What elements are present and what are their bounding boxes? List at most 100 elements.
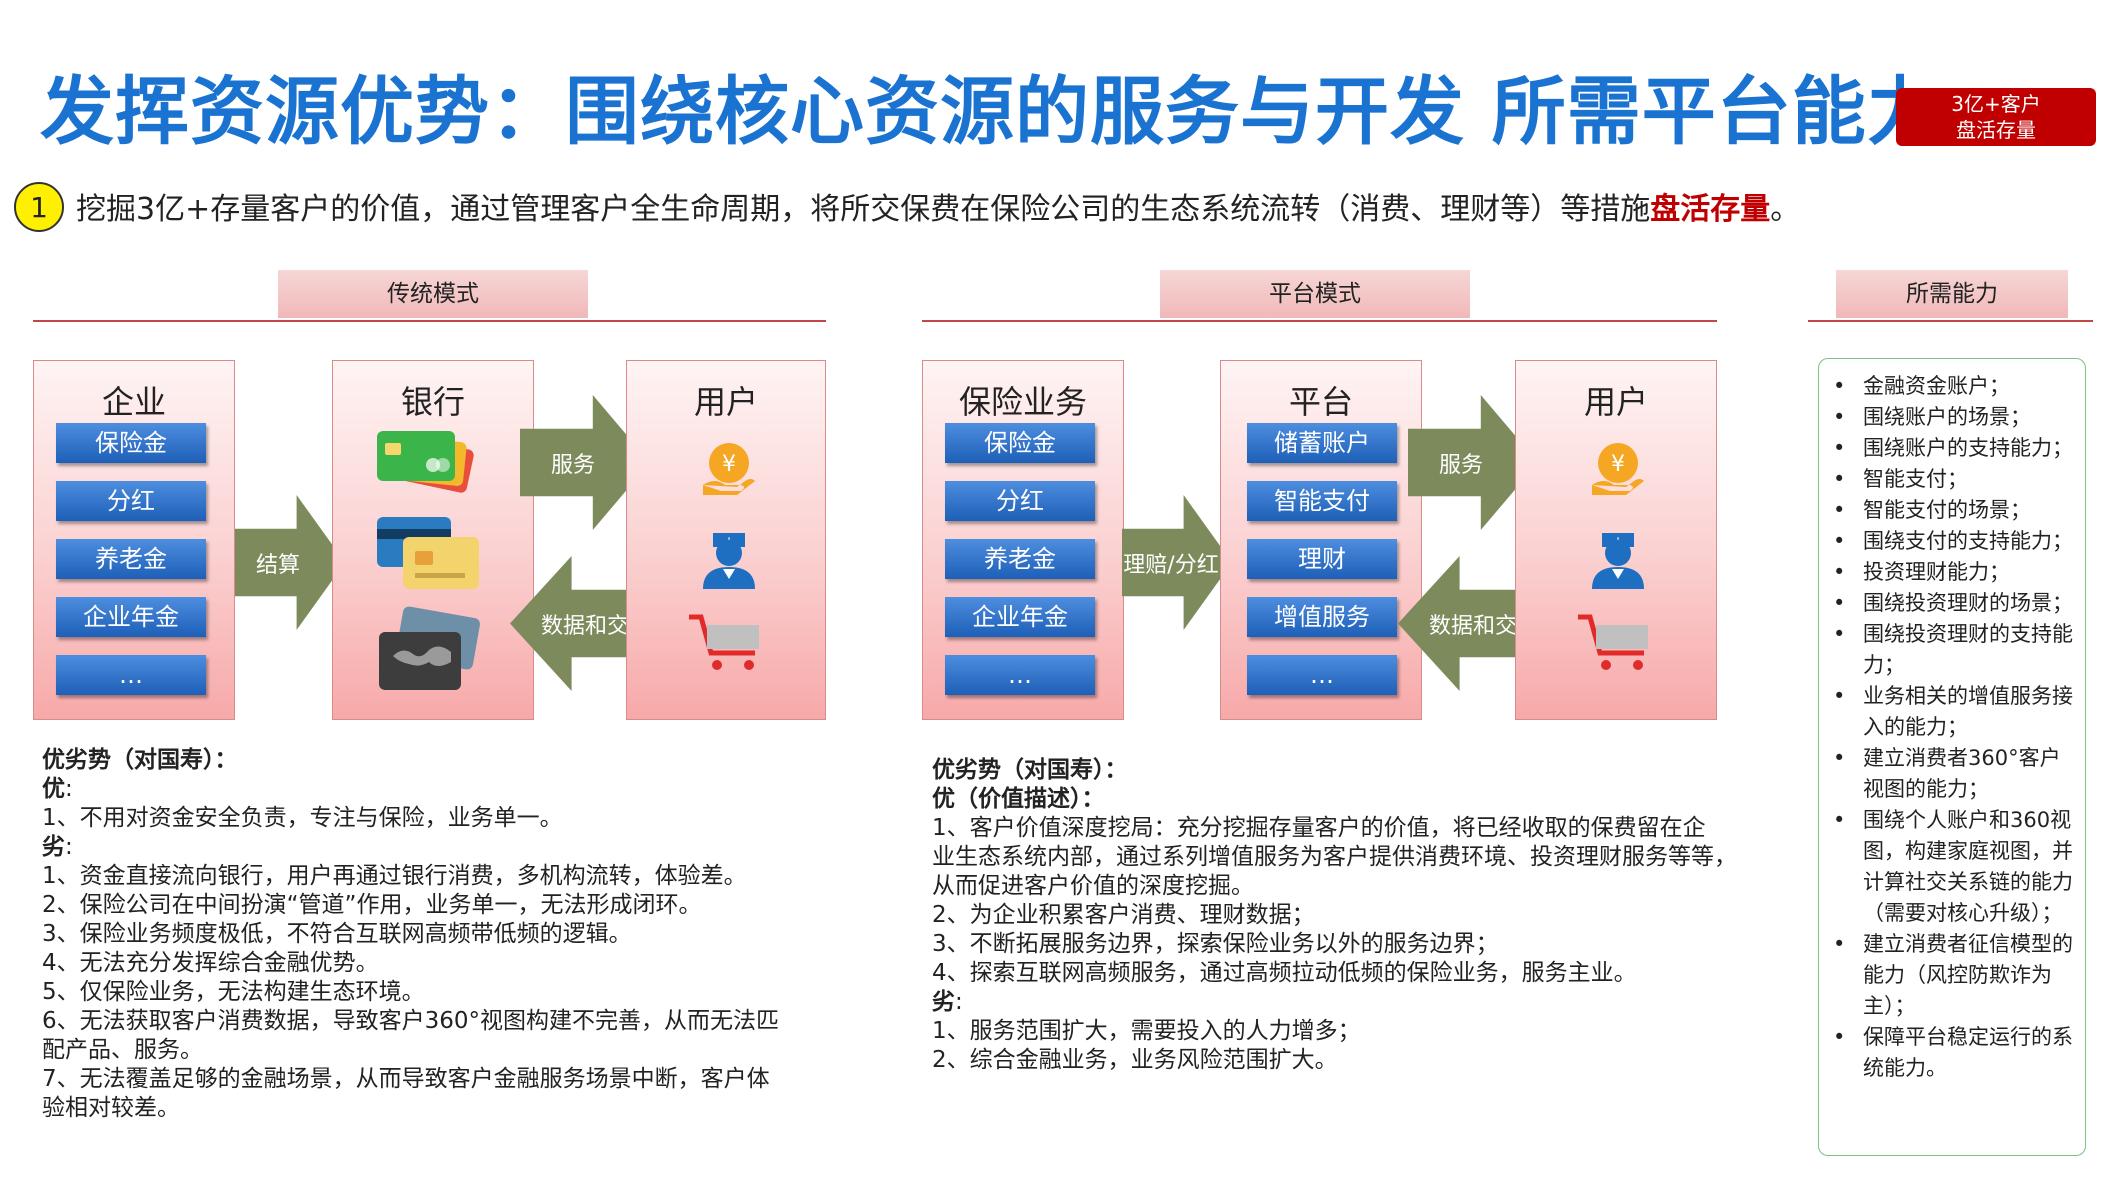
- traditional-cons-label: 劣: [42, 834, 65, 860]
- insurance-item-pension: 养老金: [945, 539, 1095, 579]
- capabilities-list: 金融资金账户； 围绕账户的场景； 围绕账户的支持能力； 智能支付； 智能支付的场…: [1819, 359, 2085, 1084]
- svg-text:¥: ¥: [1611, 452, 1625, 477]
- platform-pro-4: 4、探索互联网高频服务，通过高频拉动低频的保险业务，服务主业。: [932, 960, 1637, 986]
- user-title: 用户: [693, 383, 758, 421]
- insurance-item-more: …: [945, 655, 1095, 695]
- platform-model-header: 平台模式: [1160, 270, 1470, 318]
- badge-line-1: 3亿+客户: [1951, 92, 2041, 116]
- traditional-model-header: 传统模式: [278, 270, 588, 318]
- capability-item: 建立消费者征信模型的能力（风控防欺诈为主）；: [1819, 929, 2085, 1022]
- traditional-con-3: 3、保险业务频度极低，不符合互联网高频带低频的逻辑。: [42, 921, 632, 947]
- platform-pro-1c: 从而促进客户价值的深度挖掘。: [932, 873, 1254, 899]
- traditional-con-7b: 验相对较差。: [42, 1095, 180, 1121]
- capability-item: 智能支付；: [1819, 464, 2085, 495]
- shopping-cart-icon: [689, 614, 759, 670]
- bank-panel: 银行: [332, 360, 534, 720]
- platform-service-label: 服务: [1438, 452, 1483, 478]
- capability-item: 保障平台稳定运行的系统能力。: [1819, 1022, 2085, 1084]
- traditional-con-6b: 配产品、服务。: [42, 1037, 203, 1063]
- capability-item: 围绕投资理财的支持能力；: [1819, 619, 2085, 681]
- enterprise-item-more: …: [56, 655, 206, 695]
- key-point-highlight: 盘活存量: [1650, 192, 1771, 227]
- capability-item: 业务相关的增值服务接入的能力；: [1819, 681, 2085, 743]
- traditional-pro-1: 1、不用对资金安全负责，专注与保险，业务单一。: [42, 805, 563, 831]
- platform-item-value-added: 增值服务: [1247, 597, 1397, 637]
- yuan-coin-icon: ¥: [1592, 443, 1644, 495]
- world-card-icon: [379, 606, 480, 690]
- platform-cons-label: 劣: [932, 989, 955, 1015]
- settle-arrow-label: 结算: [255, 552, 300, 578]
- traditional-divider: [33, 320, 826, 322]
- capabilities-box: 金融资金账户； 围绕账户的场景； 围绕账户的支持能力； 智能支付； 智能支付的场…: [1818, 358, 2086, 1156]
- platform-con-1: 1、服务范围扩大，需要投入的人力增多；: [932, 1018, 1361, 1044]
- insurance-item-dividend: 分红: [945, 481, 1095, 521]
- enterprise-panel: 企业 保险金 分红 养老金 企业年金 …: [33, 360, 235, 720]
- capability-item: 围绕个人账户和360视图，构建家庭视图，并计算社交关系链的能力（需要对核心升级）…: [1819, 805, 2085, 929]
- user-panel: 用户 ¥ +: [626, 360, 826, 720]
- traditional-pros-cons-title: 优劣势（对国寿）：: [42, 747, 238, 773]
- traditional-pros-label: 优: [42, 776, 65, 802]
- traditional-con-5: 5、仅保险业务，无法构建生态环境。: [42, 979, 425, 1005]
- settle-arrow: 结算: [235, 495, 345, 630]
- capability-item: 围绕账户的支持能力；: [1819, 433, 2085, 464]
- bank-cards-icon: [377, 431, 474, 493]
- platform-item-finance: 理财: [1247, 539, 1397, 579]
- shopping-cart-icon: [1578, 614, 1648, 670]
- traditional-con-2: 2、保险公司在中间扮演“管道”作用，业务单一，无法形成闭环。: [42, 892, 702, 918]
- enterprise-item-insurance: 保险金: [56, 423, 206, 463]
- platform-user-panel: 用户 ¥ +: [1515, 360, 1717, 720]
- platform-item-savings: 储蓄账户: [1247, 423, 1397, 463]
- platform-panel: 平台 储蓄账户 智能支付 理财 增值服务 …: [1220, 360, 1422, 720]
- enterprise-item-dividend: 分红: [56, 481, 206, 521]
- page-title: 发挥资源优势：围绕核心资源的服务与开发 所需平台能力: [40, 69, 1942, 155]
- traditional-con-6: 6、无法获取客户消费数据，导致客户360°视图构建不完善，从而无法匹: [42, 1008, 780, 1034]
- platform-item-payment: 智能支付: [1247, 481, 1397, 521]
- platform-pro-3: 3、不断拓展服务边界，探索保险业务以外的服务边界；: [932, 931, 1499, 957]
- key-point-body: 挖掘3亿+存量客户的价值，通过管理客户全生命周期，将所交保费在保险公司的生态系统…: [76, 192, 1651, 227]
- capabilities-header: 所需能力: [1836, 270, 2068, 318]
- platform-title: 平台: [1288, 383, 1353, 421]
- svg-text:¥: ¥: [722, 452, 736, 477]
- key-point-end: 。: [1770, 192, 1801, 227]
- capability-item: 建立消费者360°客户视图的能力；: [1819, 743, 2085, 805]
- enterprise-item-pension: 养老金: [56, 539, 206, 579]
- point-number-badge: 1: [14, 182, 64, 232]
- traditional-pros-cons: 优劣势（对国寿）： 优: 1、不用对资金安全负责，专注与保险，业务单一。 劣: …: [42, 747, 780, 1121]
- credit-card-icon: [377, 517, 479, 589]
- service-arrow-label: 服务: [550, 452, 595, 478]
- traditional-con-1: 1、资金直接流向银行，用户再通过银行消费，多机构流转，体验差。: [42, 863, 747, 889]
- capability-item: 围绕账户的场景；: [1819, 402, 2085, 433]
- key-point-text: 挖掘3亿+存量客户的价值，通过管理客户全生命周期，将所交保费在保险公司的生态系统…: [76, 184, 1800, 228]
- capability-item: 金融资金账户；: [1819, 371, 2085, 402]
- platform-pros-cons-title: 优劣势（对国寿）：: [932, 757, 1128, 783]
- insurance-item-annuity: 企业年金: [945, 597, 1095, 637]
- platform-pro-1b: 业生态系统内部，通过系列增值服务为客户提供消费环境、投资理财服务等等，: [932, 844, 1737, 870]
- platform-con-2: 2、综合金融业务，业务风险范围扩大。: [932, 1047, 1338, 1073]
- capability-item: 智能支付的场景；: [1819, 495, 2085, 526]
- capability-item: 围绕投资理财的场景；: [1819, 588, 2085, 619]
- traditional-con-7: 7、无法覆盖足够的金融场景，从而导致客户金融服务场景中断，客户体: [42, 1066, 770, 1092]
- capability-item: 围绕支付的支持能力；: [1819, 526, 2085, 557]
- platform-pro-1: 1、客户价值深度挖局：充分挖掘存量客户的价值，将已经收取的保费留在企: [932, 815, 1706, 841]
- enterprise-title: 企业: [101, 383, 166, 421]
- enterprise-item-annuity: 企业年金: [56, 597, 206, 637]
- insurance-item-insurance: 保险金: [945, 423, 1095, 463]
- insurance-business-panel: 保险业务 保险金 分红 养老金 企业年金 …: [922, 360, 1124, 720]
- claim-dividend-arrow: 理赔/分红: [1122, 495, 1232, 630]
- insurance-business-title: 保险业务: [958, 383, 1087, 421]
- capabilities-divider: [1808, 320, 2093, 322]
- nurse-icon: +: [703, 533, 755, 589]
- platform-item-more: …: [1247, 655, 1397, 695]
- badge-line-2: 盘活存量: [1956, 118, 2036, 142]
- platform-divider: [922, 320, 1717, 322]
- nurse-icon: +: [1592, 533, 1644, 589]
- platform-pros-cons: 优劣势（对国寿）： 优（价值描述）： 1、客户价值深度挖局：充分挖掘存量客户的价…: [932, 757, 1737, 1073]
- yuan-coin-icon: ¥: [703, 443, 755, 495]
- platform-user-title: 用户: [1583, 383, 1648, 421]
- traditional-con-4: 4、无法充分发挥综合金融优势。: [42, 950, 379, 976]
- platform-pro-2: 2、为企业积累客户消费、理财数据；: [932, 902, 1315, 928]
- claim-arrow-label: 理赔/分红: [1123, 552, 1219, 578]
- status-badge: 3亿+客户 盘活存量: [1896, 88, 2096, 146]
- bank-title: 银行: [400, 383, 465, 421]
- platform-pros-label: 优（价值描述）：: [932, 786, 1105, 812]
